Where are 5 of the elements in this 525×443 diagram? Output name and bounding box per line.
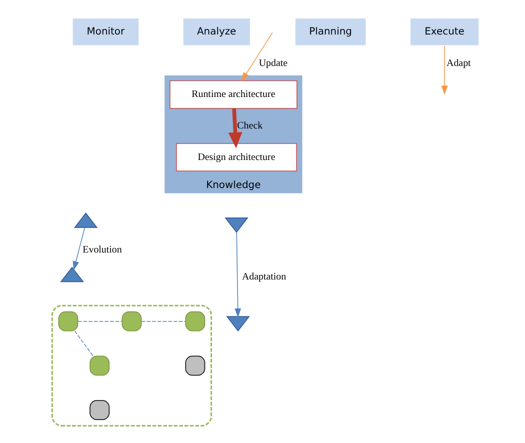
edge-label: Update xyxy=(258,58,288,69)
edge-label: Adapt xyxy=(446,58,471,69)
edge-label: Evolution xyxy=(82,244,122,256)
edge-label: Check xyxy=(237,120,263,132)
edge-label: Adaptation xyxy=(242,272,286,283)
